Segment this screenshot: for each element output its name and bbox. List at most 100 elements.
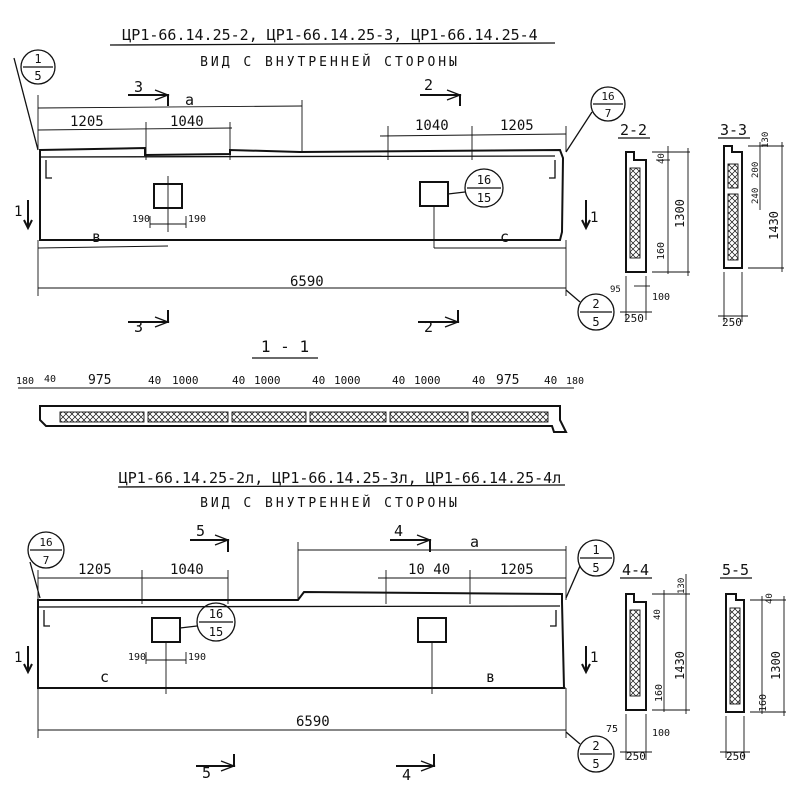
svg-text:1000: 1000	[172, 374, 199, 387]
svg-text:100: 100	[652, 728, 670, 739]
svg-text:40: 40	[312, 374, 325, 387]
svg-text:1430: 1430	[767, 211, 781, 240]
svg-text:1: 1	[592, 543, 599, 557]
dim-a-bottom: а	[470, 533, 479, 551]
section-marker-1-left-bottom: 1	[14, 646, 33, 675]
svg-text:250: 250	[626, 750, 646, 763]
callout-16-7: 16 7	[565, 86, 626, 153]
svg-text:40: 40	[392, 374, 405, 387]
top-title: ЦР1-66.14.25-2, ЦР1-66.14.25-3, ЦР1-66.1…	[122, 26, 537, 44]
svg-text:1000: 1000	[414, 374, 441, 387]
callout-16-15-bottom: 16 15	[179, 602, 236, 642]
svg-text:2-2: 2-2	[620, 121, 647, 139]
svg-text:2: 2	[424, 76, 433, 94]
opening-left-bottom	[151, 617, 181, 643]
svg-text:5: 5	[592, 757, 599, 771]
svg-text:1: 1	[14, 204, 22, 220]
svg-text:40: 40	[765, 593, 775, 604]
svg-text:16: 16	[39, 536, 52, 549]
opening-right	[419, 181, 449, 207]
bottom-subtitle: ВИД С ВНУТРЕННЕЙ СТОРОНЫ	[200, 495, 460, 511]
svg-text:1300: 1300	[673, 199, 687, 228]
section-marker-5-bottom: 5	[196, 754, 236, 782]
section-marker-1-left-top: 1	[14, 200, 33, 231]
dim-1205-bottom-right: 1205	[500, 562, 534, 578]
dim-b-top: в	[92, 228, 101, 246]
dim-1205-top-left: 1205	[70, 114, 104, 130]
top-subtitle: ВИД С ВНУТРЕННЕЙ СТОРОНЫ	[200, 54, 460, 70]
svg-text:7: 7	[43, 554, 50, 567]
top-view: ЦР1-66.14.25-2, ЦР1-66.14.25-3, ЦР1-66.1…	[13, 26, 784, 336]
svg-text:130: 130	[677, 578, 687, 594]
svg-text:15: 15	[477, 191, 491, 205]
svg-text:95: 95	[610, 285, 621, 295]
svg-text:1: 1	[590, 210, 598, 226]
section-marker-1-right-top: 1	[581, 200, 598, 231]
svg-text:1000: 1000	[254, 374, 281, 387]
dim-6590-bottom: 6590	[296, 714, 330, 730]
section-4-4: 4-4 130 40 1430 160 75 100 250	[606, 561, 690, 763]
svg-text:240: 240	[751, 188, 761, 204]
svg-text:7: 7	[605, 107, 612, 120]
svg-text:40: 40	[472, 374, 485, 387]
dim-190-right: 190	[188, 214, 206, 225]
section-marker-3-top: 3	[128, 78, 170, 106]
dim-a-top: а	[185, 91, 194, 109]
svg-text:40: 40	[657, 153, 667, 164]
svg-text:180: 180	[566, 376, 584, 387]
section-1-1: 1 - 1 180 40 975 40 1000 40 1000 40 1000…	[16, 337, 584, 433]
svg-text:160: 160	[656, 242, 667, 260]
svg-text:40: 40	[544, 374, 557, 387]
svg-text:3-3: 3-3	[720, 121, 747, 139]
section-1-1-label: 1 - 1	[261, 337, 309, 356]
svg-text:40: 40	[653, 609, 663, 620]
dim-1205-top-right: 1205	[500, 118, 534, 134]
svg-text:1: 1	[590, 650, 598, 666]
svg-text:3: 3	[134, 78, 143, 96]
section-marker-2-bottom: 2	[418, 310, 460, 336]
dim-b-bottom: в	[486, 668, 495, 686]
svg-text:4: 4	[402, 766, 411, 784]
callout-16-7-bottom: 16 7	[27, 531, 65, 599]
svg-text:5-5: 5-5	[722, 561, 749, 579]
svg-text:5: 5	[196, 522, 205, 540]
svg-text:975: 975	[496, 373, 519, 388]
section-marker-4-top: 4	[390, 522, 432, 552]
section-5-5: 5-5 40 1300 160 250	[720, 561, 786, 763]
dim-1040-top-right: 1040	[415, 118, 449, 134]
svg-text:180: 180	[16, 376, 34, 387]
dim-190-left: 190	[132, 214, 150, 225]
svg-text:1000: 1000	[334, 374, 361, 387]
svg-text:1430: 1430	[673, 651, 687, 680]
svg-text:975: 975	[88, 373, 111, 388]
dim-1040-top-left: 1040	[170, 114, 204, 130]
svg-text:3: 3	[134, 318, 143, 336]
svg-text:75: 75	[606, 724, 618, 735]
section-marker-3-bottom: 3	[128, 310, 170, 336]
section-marker-2-top: 2	[420, 76, 462, 106]
svg-text:130: 130	[761, 132, 771, 148]
callout-2-5-bottom: 2 5	[565, 731, 615, 773]
section-marker-1-right-bottom: 1	[581, 646, 598, 675]
dim-190-right-bottom: 190	[188, 652, 206, 663]
opening-right-bottom	[417, 617, 447, 643]
svg-text:16: 16	[601, 90, 614, 103]
svg-text:250: 250	[726, 750, 746, 763]
svg-text:5: 5	[34, 69, 41, 83]
dim-6590-top: 6590	[290, 274, 324, 290]
dim-190-left-bottom: 190	[128, 652, 146, 663]
svg-text:15: 15	[209, 625, 223, 639]
section-3-3: 3-3 130 200 240 1430 250	[718, 121, 784, 329]
callout-1-5: 1 5	[13, 49, 56, 151]
dim-1040-bottom-left: 1040	[170, 562, 204, 578]
callout-2-5-top: 2 5	[565, 289, 615, 331]
svg-text:16: 16	[209, 607, 223, 621]
svg-text:2: 2	[592, 739, 599, 753]
dim-1205-bottom-left: 1205	[78, 562, 112, 578]
svg-text:16: 16	[477, 173, 491, 187]
svg-text:2: 2	[424, 318, 433, 336]
svg-text:40: 40	[44, 374, 56, 385]
section-2-2: 2-2 40 1300 160 95 100 250	[610, 121, 690, 325]
bottom-title: ЦР1-66.14.25-2л, ЦР1-66.14.25-3л, ЦР1-66…	[119, 469, 562, 487]
